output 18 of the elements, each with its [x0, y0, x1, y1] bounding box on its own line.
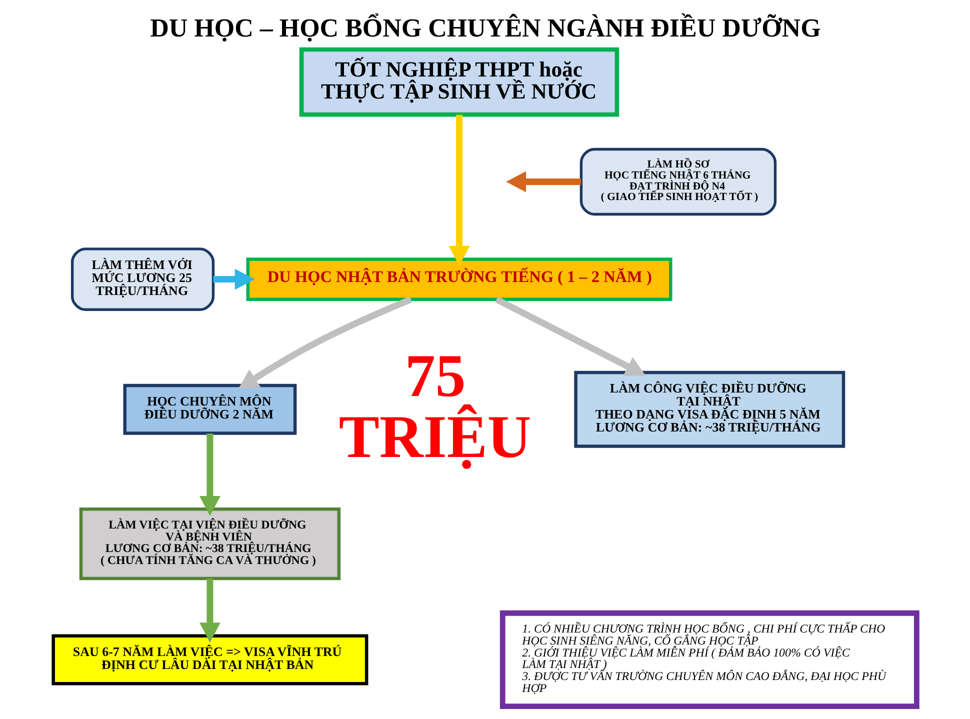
- node-box: LÀM THÊM VỚI MỨC LƯƠNG 25 TRIỆU/THÁNG: [70, 248, 215, 311]
- diagram-title: DU HỌC – HỌC BỔNG CHUYÊN NGÀNH ĐIỀU DƯỠNG: [150, 14, 821, 43]
- node-box: TỐT NGHIỆP THPT hoặc THỰC TẬP SINH VỀ NƯỚC: [299, 47, 620, 117]
- node-box: HỌC CHUYÊN MÔN ĐIỀU DƯỠNG 2 NĂM: [123, 384, 297, 435]
- arrow: [238, 296, 412, 390]
- node-box: 1. CÓ NHIỀU CHƯƠNG TRÌNH HỌC BỔNG , CHI PHÍ CỰC THẤP CHO HỌC SINH SIÊNG NĂNG, CỐ GẮNG HỌC TẬP 2. GIỚI THIỆU VIỆC LÀM MIỄN PHÍ ( ĐẢM BẢO 100% CÓ VIỆC LÀM TẠI NHẬT ) 3. ĐƯỢC TƯ VẤN TRƯỜNG CHUYÊN MÔN CAO ĐẲNG, ĐẠI HỌC PHÙ HỢP: [500, 610, 920, 710]
- arrow: [506, 171, 582, 192]
- node-box: SAU 6-7 NĂM LÀM VIỆC => VISA VĨNH TRÚ ĐỊNH CƯ LÂU DÀI TẠI NHẬT BẢN: [52, 634, 368, 686]
- node-box: DU HỌC NHẬT BẢN TRƯỜNG TIẾNG ( 1 – 2 NĂM ): [246, 258, 672, 301]
- node-box: LÀM VIỆC TẠI VIỆN ĐIỀU DƯỠNG VÀ BỆNH VIÊN LƯƠNG CƠ BẢN: ~38 TRIỆU/THÁNG ( CHƯA TÍNH TĂNG CA VÀ THƯỞNG ): [79, 507, 341, 580]
- arrow: [448, 114, 470, 266]
- node-box: LÀM CÔNG VIỆC ĐIỀU DƯỠNG TẠI NHẬT THEO DẠNG VISA ĐẶC ĐỊNH 5 NĂM LƯƠNG CƠ BẢN: ~38 TRIỆU/THÁNG: [574, 370, 846, 448]
- label: 75 TRIỆU: [338, 343, 532, 471]
- arrow: [199, 433, 220, 516]
- arrow: [213, 268, 255, 290]
- arrow: [494, 296, 646, 376]
- arrow: [199, 578, 220, 643]
- node-box: LÀM HỒ SƠ HỌC TIẾNG NHẬT 6 THÁNG ĐẠT TRÌNH ĐỘ N4 ( GIAO TIẾP SINH HOẠT TỐT ): [580, 148, 777, 216]
